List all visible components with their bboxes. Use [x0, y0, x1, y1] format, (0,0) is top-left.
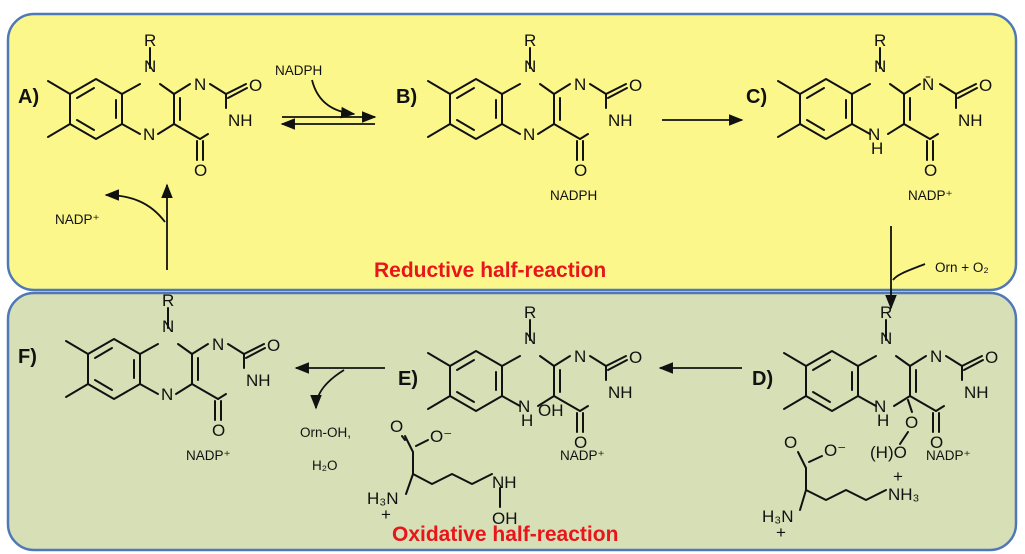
svg-text:NH: NH [228, 111, 253, 130]
svg-text:O: O [905, 413, 918, 432]
svg-text:O: O [390, 417, 403, 436]
svg-text:O: O [574, 433, 587, 452]
partner-e: NADP⁺ [560, 448, 605, 463]
svg-text:NH: NH [246, 371, 271, 390]
svg-text:N: N [880, 329, 892, 348]
svg-text:N: N [212, 335, 224, 354]
species-c: N N H N̄ R O NH O [777, 31, 992, 180]
svg-text:+: + [776, 523, 786, 542]
svg-text:O: O [629, 76, 642, 95]
svg-text:O: O [629, 348, 642, 367]
svg-text:N: N [161, 385, 173, 404]
svg-text:O: O [194, 161, 207, 180]
svg-text:O: O [249, 76, 262, 95]
oxidative-title: Oxidative half-reaction [392, 523, 618, 546]
partner-d: NADP⁺ [926, 448, 971, 463]
species-a: N N N R O NH O [47, 31, 262, 180]
svg-text:O: O [979, 76, 992, 95]
svg-text:R: R [162, 291, 174, 310]
svg-text:H: H [521, 411, 533, 430]
svg-text:N̄: N̄ [922, 75, 934, 94]
svg-text:N: N [868, 125, 880, 144]
svg-text:O: O [267, 336, 280, 355]
svg-text:R: R [874, 31, 886, 50]
svg-text:OH: OH [538, 401, 564, 420]
svg-text:NH: NH [608, 111, 633, 130]
svg-text:N: N [874, 57, 886, 76]
svg-text:H: H [871, 139, 883, 158]
svg-text:NH₃: NH₃ [888, 485, 919, 504]
species-b: N N N R O NH O [427, 31, 642, 180]
svg-text:O: O [212, 421, 225, 440]
svg-text:N: N [524, 57, 536, 76]
reagent-nadp-release: NADP⁺ [55, 212, 100, 227]
species-f: N N N R O NH O [65, 291, 280, 440]
hydroxyornithine-e: O O⁻ H₃N + NH OH [367, 417, 518, 528]
svg-text:H₃N: H₃N [762, 507, 793, 526]
svg-text:N: N [194, 75, 206, 94]
partner-c: NADP⁺ [908, 188, 953, 203]
svg-text:NH: NH [492, 473, 517, 492]
reductive-panel [6, 12, 1018, 292]
oxidative-panel [6, 291, 1018, 552]
label-d: D) [752, 368, 773, 390]
svg-text:H: H [877, 411, 889, 430]
nadph-equilibrium-arrows [280, 79, 377, 130]
species-e: N N H OH N R O NH O [427, 303, 642, 452]
label-e: E) [398, 368, 418, 390]
svg-text:N: N [162, 317, 174, 336]
svg-text:O: O [930, 433, 943, 452]
partner-f: NADP⁺ [186, 448, 231, 463]
svg-text:NH: NH [958, 111, 983, 130]
svg-text:N: N [523, 125, 535, 144]
partner-b: NADPH [550, 188, 597, 203]
svg-text:O: O [985, 348, 998, 367]
reagent-nadph: NADPH [275, 63, 322, 78]
svg-text:R: R [880, 303, 892, 322]
reagent-orn-oh: Orn-OH, [300, 425, 351, 440]
svg-text:NH: NH [964, 383, 989, 402]
svg-text:R: R [524, 303, 536, 322]
svg-text:N: N [144, 57, 156, 76]
svg-text:(H)O: (H)O [870, 443, 907, 462]
svg-text:H₃N: H₃N [367, 489, 398, 508]
reagent-orn-o2: Orn + O₂ [935, 260, 989, 275]
species-d: N N H N R O NH O O (H)O [783, 303, 998, 462]
svg-text:+: + [893, 467, 903, 486]
label-a: A) [18, 86, 39, 108]
svg-text:N: N [143, 125, 155, 144]
svg-text:R: R [144, 31, 156, 50]
svg-text:N: N [524, 329, 536, 348]
label-c: C) [746, 86, 767, 108]
svg-text:R: R [524, 31, 536, 50]
svg-text:N: N [574, 347, 586, 366]
svg-text:O: O [784, 433, 797, 452]
arrow-f-to-a [104, 183, 173, 270]
svg-text:O: O [574, 161, 587, 180]
svg-text:O: O [924, 161, 937, 180]
svg-text:N: N [874, 397, 886, 416]
label-f: F) [18, 346, 37, 368]
svg-text:NH: NH [608, 383, 633, 402]
reductive-title: Reductive half-reaction [374, 259, 606, 282]
svg-text:O⁻: O⁻ [430, 427, 452, 446]
svg-text:N: N [518, 397, 530, 416]
arrow-c-to-d [885, 226, 926, 310]
svg-text:N: N [930, 347, 942, 366]
svg-text:N: N [574, 75, 586, 94]
svg-text:+: + [381, 505, 391, 524]
label-b: B) [396, 86, 417, 108]
svg-text:OH: OH [492, 509, 518, 528]
ornithine-d: O O⁻ H₃N + + NH₃ [762, 433, 919, 542]
arrow-e-to-f [294, 362, 385, 410]
reagent-water: H₂O [312, 458, 338, 473]
svg-text:O⁻: O⁻ [824, 441, 846, 460]
